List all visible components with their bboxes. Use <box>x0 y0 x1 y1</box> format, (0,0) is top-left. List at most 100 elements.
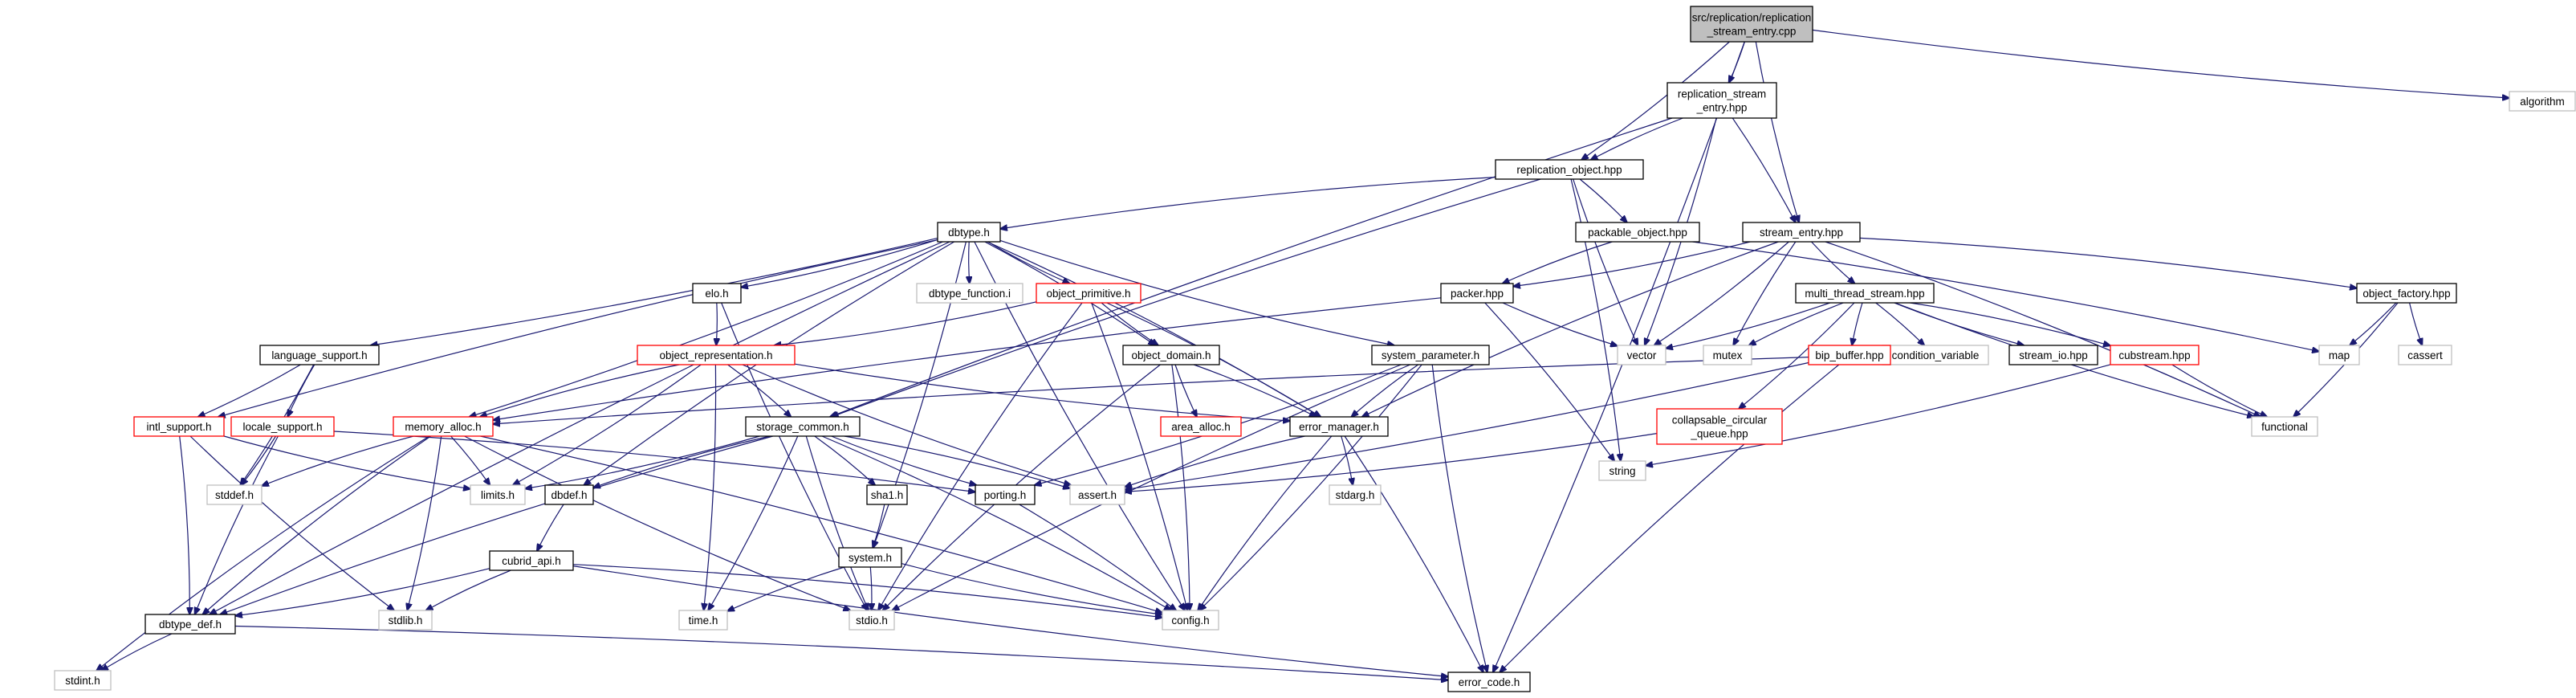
edge-system_parameter-to-error_code <box>1431 364 1487 672</box>
node-dbtype-function: dbtype_function.i <box>916 283 1023 304</box>
node-box <box>1371 345 1490 365</box>
node-dbtype-def[interactable]: dbtype_def.h <box>144 614 236 635</box>
edge-memory_alloc-to-stddef <box>262 435 414 486</box>
node-label: system_parameter.h <box>1382 349 1479 361</box>
node-object-primitive[interactable]: object_primitive.h <box>1036 283 1141 304</box>
node-object-factory[interactable]: object_factory.hpp <box>2356 283 2457 304</box>
edge-object_representation-to-limits <box>513 364 702 485</box>
node-system-h[interactable]: system.h <box>838 547 902 568</box>
node-config: config.h <box>1162 610 1219 631</box>
node-error-code[interactable]: error_code.h <box>1447 671 1531 692</box>
node-stdio: stdio.h <box>848 610 895 631</box>
edge-object_domain-to-area_alloc <box>1174 364 1197 417</box>
node-system-parameter[interactable]: system_parameter.h <box>1371 345 1490 365</box>
edge-mts-to-cubstream <box>1910 302 2110 345</box>
edge-porting-to-config <box>1019 504 1176 610</box>
edge-object_representation-to-time_h <box>704 364 717 610</box>
node-mts[interactable]: multi_thread_stream.hpp <box>1795 283 1935 304</box>
node-box <box>1162 610 1219 631</box>
node-box <box>1808 345 1891 365</box>
edge-stream_entry-to-functional <box>1825 241 2261 417</box>
node-label: object_representation.h <box>659 349 772 361</box>
edge-object_representation-to-storage_common <box>727 364 792 417</box>
node-rse-hpp[interactable]: replication_stream_entry.hpp <box>1666 82 1777 119</box>
node-stdint: stdint.h <box>54 670 112 691</box>
node-porting[interactable]: porting.h <box>975 484 1036 505</box>
node-storage-common[interactable]: storage_common.h <box>745 416 861 437</box>
edge-memory_alloc-to-dbtype_def <box>202 435 431 614</box>
edge-elo_h-to-object_representation <box>716 302 717 345</box>
node-packer[interactable]: packer.hpp <box>1440 283 1514 304</box>
node-dbtype-h[interactable]: dbtype.h <box>937 222 1001 243</box>
node-box <box>916 283 1023 304</box>
node-label: elo.h <box>705 288 728 300</box>
edge-memory_alloc-to-config <box>480 435 1162 613</box>
node-label: stdio.h <box>856 614 888 627</box>
edge-object_factory-to-cassert <box>2409 302 2423 345</box>
node-sha1[interactable]: sha1.h <box>866 484 908 505</box>
edge-system_h-to-stdio <box>870 566 872 610</box>
edge-packable-to-packer <box>1503 241 1613 284</box>
node-dbdef[interactable]: dbdef.h <box>544 484 594 505</box>
dependency-nodes: src/replication/replication_stream_entry… <box>54 6 2576 692</box>
edge-packer-to-vector <box>1502 302 1618 346</box>
node-language-support[interactable]: language_support.h <box>259 345 380 365</box>
node-label: object_domain.h <box>1131 349 1211 361</box>
edge-object_representation-to-error_manager <box>794 363 1290 421</box>
edge-rse_hpp-to-ro_hpp <box>1591 117 1683 160</box>
node-stream-entry[interactable]: stream_entry.hpp <box>1742 222 1861 243</box>
node-label: condition_variable <box>1892 349 1980 361</box>
edge-dbtype_h-to-language_support <box>371 237 938 345</box>
edge-locale_support-to-porting <box>333 431 975 492</box>
node-box <box>1690 6 1813 43</box>
edge-ro_hpp-to-vector <box>1573 178 1638 345</box>
node-box <box>1703 345 1752 365</box>
node-label: assert.h <box>1078 489 1117 501</box>
node-box <box>2110 345 2200 365</box>
edge-storage_common-to-assert <box>844 435 1070 488</box>
node-object-representation[interactable]: object_representation.h <box>637 345 796 365</box>
node-box <box>489 550 574 571</box>
node-box <box>54 670 112 691</box>
node-label: mutex <box>1713 349 1743 361</box>
node-collapsable[interactable]: collapsable_circular_queue.hpp <box>1656 408 1783 445</box>
node-intl-support[interactable]: intl_support.h <box>133 416 225 437</box>
edge-intl_support-to-stdlib <box>189 435 394 610</box>
node-error-manager[interactable]: error_manager.h <box>1289 416 1389 437</box>
node-packable[interactable]: packable_object.hpp <box>1575 222 1700 243</box>
node-area-alloc[interactable]: area_alloc.h <box>1160 416 1242 437</box>
edge-mts-to-vector <box>1666 302 1830 349</box>
edge-storage_common-to-config <box>821 435 1171 610</box>
edge-root-to-stream_entry <box>1755 41 1799 222</box>
node-elo-h[interactable]: elo.h <box>692 283 742 304</box>
node-label: locale_support.h <box>242 421 322 433</box>
node-object-domain[interactable]: object_domain.h <box>1122 345 1220 365</box>
edge-mts-to-bip_buffer <box>1852 302 1863 345</box>
node-label: object_primitive.h <box>1046 288 1130 300</box>
edge-locale_support-to-dbtype_def <box>195 435 279 614</box>
node-map: map <box>2318 345 2360 365</box>
edge-error_manager-to-config <box>1198 435 1333 610</box>
node-memory-alloc[interactable]: memory_alloc.h <box>393 416 494 437</box>
edge-packer-to-memory_alloc <box>493 297 1442 420</box>
edge-mts-to-mutex <box>1749 302 1844 345</box>
edge-object_primitive-to-object_representation <box>774 301 1037 345</box>
edge-storage_common-to-porting <box>831 435 977 485</box>
node-stdlib: stdlib.h <box>378 610 433 631</box>
node-vector: vector <box>1617 345 1666 365</box>
node-box <box>1289 416 1389 437</box>
node-box <box>745 416 861 437</box>
node-label: language_support.h <box>271 349 367 361</box>
node-root[interactable]: src/replication/replication_stream_entry… <box>1690 6 1813 43</box>
node-box <box>1666 82 1777 119</box>
node-locale-support[interactable]: locale_support.h <box>230 416 335 437</box>
node-stream-io[interactable]: stream_io.hpp <box>2008 345 2098 365</box>
node-cubstream[interactable]: cubstream.hpp <box>2110 345 2200 365</box>
node-cubrid-api[interactable]: cubrid_api.h <box>489 550 574 571</box>
edge-memory_alloc-to-stdlib <box>407 435 442 610</box>
edge-dbtype_h-to-intl_support <box>218 239 938 417</box>
node-ro-hpp[interactable]: replication_object.hpp <box>1495 159 1644 180</box>
node-box <box>1329 484 1382 505</box>
node-bip-buffer[interactable]: bip_buffer.hpp <box>1808 345 1891 365</box>
node-label: limits.h <box>481 489 515 501</box>
